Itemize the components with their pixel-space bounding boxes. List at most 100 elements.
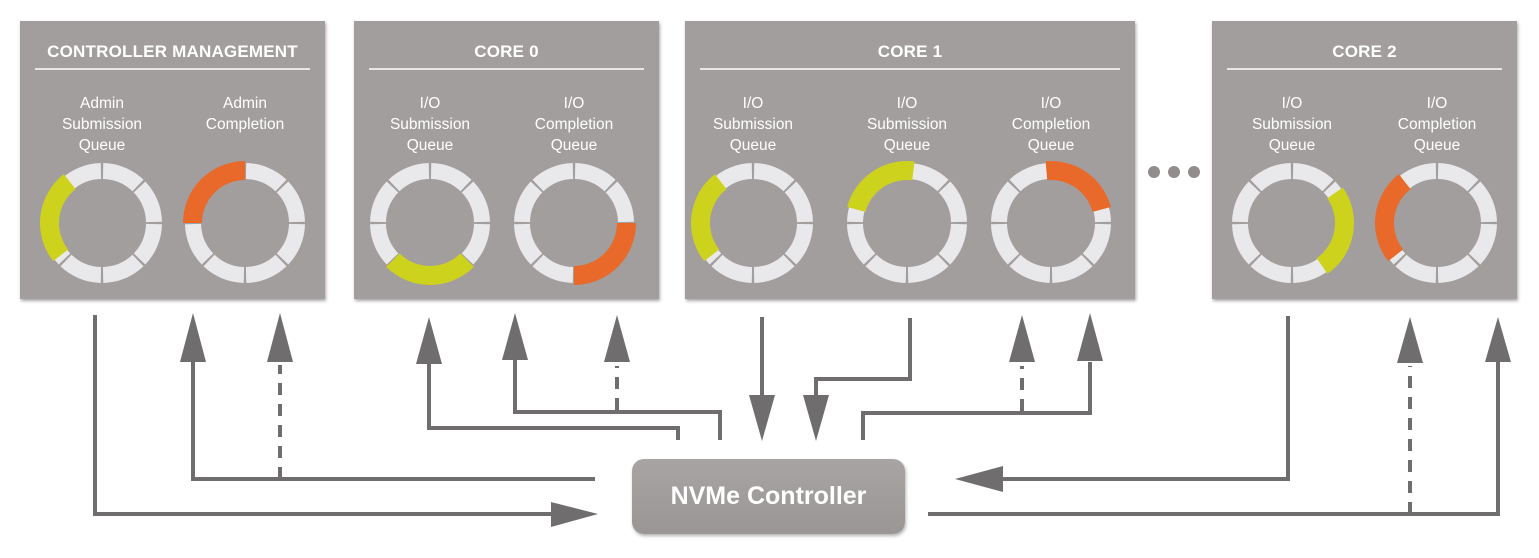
ring-slot — [1437, 254, 1479, 283]
ring-slot — [1468, 181, 1497, 223]
arrow-admin-completion — [191, 360, 595, 481]
ring-slot — [514, 181, 543, 223]
completion-queue-entries — [574, 223, 636, 285]
ring-slot — [753, 163, 795, 192]
queue-label: I/O Completion Queue — [1367, 93, 1507, 157]
ring-slot — [102, 254, 144, 283]
divider — [369, 68, 644, 70]
panel-core-1: CORE 1 I/O Submission Queue I/O Submissi… — [685, 21, 1135, 299]
queue-label-line: Completion — [1397, 116, 1477, 133]
ring-slot — [370, 223, 399, 265]
queue-label-line: Queue — [550, 137, 598, 154]
panel-core-0: CORE 0 I/O Submission Queue I/O Completi… — [354, 21, 659, 299]
ring-slot — [461, 181, 490, 223]
queue-label-line: Admin — [80, 95, 124, 112]
queue-label: I/O Completion Queue — [504, 93, 644, 157]
completion-queue-entries — [1375, 174, 1411, 262]
queue-label-line: Completion — [534, 116, 614, 133]
ring-slot — [907, 254, 949, 283]
ring-slot — [991, 181, 1020, 223]
arrow-core2-submission — [1000, 316, 1290, 481]
ring-slot — [133, 181, 162, 223]
arrow-core0-completion — [513, 360, 722, 440]
completion-queue-entries — [1045, 161, 1111, 212]
submission-queue-entries — [691, 174, 727, 262]
ring-buffer-icon — [370, 163, 490, 285]
arrow-core0-submission — [427, 362, 680, 440]
queue-admin-submission: Admin Submission Queue — [32, 93, 172, 285]
queue-io-completion: I/O Completion Queue — [981, 93, 1121, 285]
queue-label-line: I/O — [896, 95, 918, 112]
ring-slot — [60, 254, 102, 283]
queue-io-submission: I/O Submission Queue — [837, 93, 977, 285]
panel-title: CONTROLLER MANAGEMENT — [47, 42, 298, 61]
queue-admin-completion: Admin Completion — [175, 93, 315, 285]
ring-slot — [245, 254, 287, 283]
ring-slot — [1250, 254, 1292, 283]
arrow-core1-submission-b — [814, 318, 912, 400]
completion-queue-entries — [183, 161, 245, 223]
arrowhead-icon — [1077, 313, 1103, 361]
panel-controller-management: CONTROLLER MANAGEMENT Admin Submission Q… — [20, 21, 325, 299]
ring-slot — [1009, 163, 1051, 192]
ring-buffer-icon — [183, 161, 305, 283]
queue-label-line: Completion — [1011, 116, 1091, 133]
ring-slot — [1051, 254, 1093, 283]
queue-label: I/O Completion Queue — [981, 93, 1121, 157]
ring-slot — [847, 223, 876, 265]
ring-slot — [1437, 163, 1479, 192]
ring-slot — [514, 223, 543, 265]
ring-slot — [1232, 223, 1261, 265]
ring-slot — [1468, 223, 1497, 265]
queue-label: I/O Submission Queue — [1222, 93, 1362, 157]
ring-slot — [370, 181, 399, 223]
submission-queue-entries — [386, 253, 474, 285]
divider — [35, 68, 310, 70]
queue-label-line: Submission — [866, 116, 948, 133]
ring-slot — [753, 254, 795, 283]
queue-io-submission: I/O Submission Queue — [683, 93, 823, 285]
ellipsis-icon — [1148, 166, 1200, 178]
queue-label-line: I/O — [742, 95, 764, 112]
ring-slot — [276, 223, 305, 265]
arrowhead-icon — [1009, 315, 1035, 362]
queue-io-completion: I/O Completion Queue — [504, 93, 644, 285]
ring-slot — [1082, 223, 1111, 265]
ring-slot — [938, 223, 967, 265]
queue-label-line: Submission — [389, 116, 471, 133]
arrowhead-icon — [749, 395, 775, 441]
queue-label-line: Queue — [1268, 137, 1316, 154]
arrow-core1-completion — [861, 362, 1092, 440]
arrowhead-icon — [955, 466, 1003, 492]
panel-core-2: CORE 2 I/O Submission Queue I/O Completi… — [1212, 21, 1517, 299]
ring-buffer-icon — [991, 161, 1111, 283]
ring-slot — [574, 163, 616, 192]
divider — [700, 68, 1120, 70]
arrowhead-icon — [1485, 317, 1511, 362]
ring-buffer-icon — [691, 163, 813, 283]
ring-slot — [711, 254, 753, 283]
queue-label-line: Queue — [729, 137, 777, 154]
ring-slot — [1009, 254, 1051, 283]
panel-title: CORE 1 — [877, 42, 943, 61]
queue-label: I/O Submission Queue — [683, 93, 823, 157]
panel-title: CORE 2 — [1332, 42, 1397, 61]
ring-slot — [245, 163, 287, 192]
arrow-admin-submission — [93, 315, 560, 516]
ring-buffer-icon — [1232, 163, 1354, 283]
arrowhead-icon — [416, 317, 442, 364]
queue-label-line: Submission — [712, 116, 794, 133]
queue-label-line: I/O — [1040, 95, 1062, 112]
ring-slot — [784, 223, 813, 265]
ring-slot — [1292, 163, 1334, 192]
submission-queue-entries — [847, 161, 915, 212]
queue-io-submission: I/O Submission Queue — [1222, 93, 1362, 285]
queue-label-line: I/O — [1281, 95, 1303, 112]
arrow-core2-completion — [928, 362, 1500, 516]
queue-label-line: Queue — [883, 137, 931, 154]
ring-slot — [532, 163, 574, 192]
ring-slot — [991, 223, 1020, 265]
queue-label-line: Queue — [406, 137, 454, 154]
queue-label-line: Completion — [205, 116, 285, 133]
queue-label: Admin Submission Queue — [32, 93, 172, 157]
